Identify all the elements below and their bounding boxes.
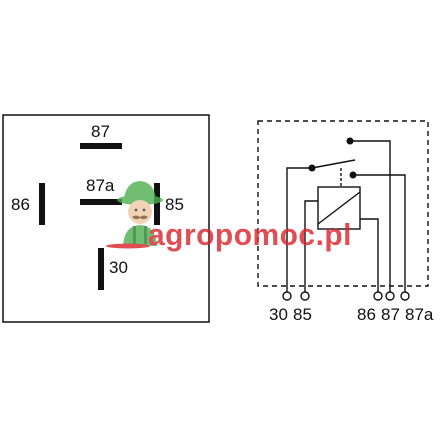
mascot-hat-crown — [124, 181, 156, 199]
footprint-outline — [2, 114, 210, 323]
schematic-contacts — [308, 137, 357, 179]
mascot-eye-left — [134, 208, 138, 212]
pin-85-blade — [154, 183, 160, 225]
pin-86-blade — [39, 183, 45, 225]
terminal-30 — [282, 291, 292, 301]
pin-87a-label: 87a — [86, 176, 115, 195]
coil-wire-85 — [304, 200, 318, 292]
contact-30-dot — [308, 164, 316, 172]
mascot-icon — [106, 181, 163, 249]
relay-footprint: 87 87a 86 85 30 — [2, 114, 210, 323]
watermark-text-span: agropomoc.pl — [148, 217, 352, 252]
terminal-86-label: 86 — [357, 305, 376, 324]
mascot-shadow — [106, 243, 150, 249]
pin-30-blade — [98, 248, 104, 290]
wire-87 — [350, 140, 391, 292]
mascot-body — [123, 225, 157, 246]
schematic-housing — [257, 120, 429, 287]
mascot-strap-right — [144, 226, 147, 244]
watermark-text: agropomoc.pl — [148, 217, 352, 252]
coil-box — [317, 186, 361, 230]
schematic-terminals — [282, 291, 410, 301]
wire-87a — [353, 174, 406, 292]
pin-87-label: 87 — [91, 122, 110, 141]
switch-arm — [311, 159, 356, 169]
mascot-eye-right — [142, 208, 146, 212]
pin-30-label: 30 — [109, 258, 128, 277]
relay-schematic — [257, 120, 429, 292]
pin-86-label: 86 — [11, 195, 30, 214]
terminal-87a — [400, 291, 410, 301]
watermark: agropomoc.pl — [106, 181, 352, 252]
terminal-87a-label: 87a — [405, 305, 434, 324]
mascot-mustache — [132, 215, 148, 220]
pin-85-label: 85 — [165, 195, 184, 214]
terminal-87 — [385, 291, 395, 301]
terminal-87-label: 87 — [381, 305, 400, 324]
wire-30 — [286, 167, 312, 292]
contact-87a-dot — [349, 171, 357, 179]
schematic-terminal-labels: 30 85 86 87 87a — [269, 305, 434, 324]
terminal-86 — [373, 291, 383, 301]
terminal-85 — [300, 291, 310, 301]
coil-wire-86 — [360, 218, 379, 292]
terminal-85-label: 85 — [293, 305, 312, 324]
coil-diagonal — [317, 191, 361, 225]
pin-87-blade — [80, 143, 122, 149]
pin-87a-blade — [80, 199, 122, 205]
contact-87-dot — [346, 137, 354, 145]
mascot-strap-left — [133, 226, 136, 244]
terminal-30-label: 30 — [269, 305, 288, 324]
